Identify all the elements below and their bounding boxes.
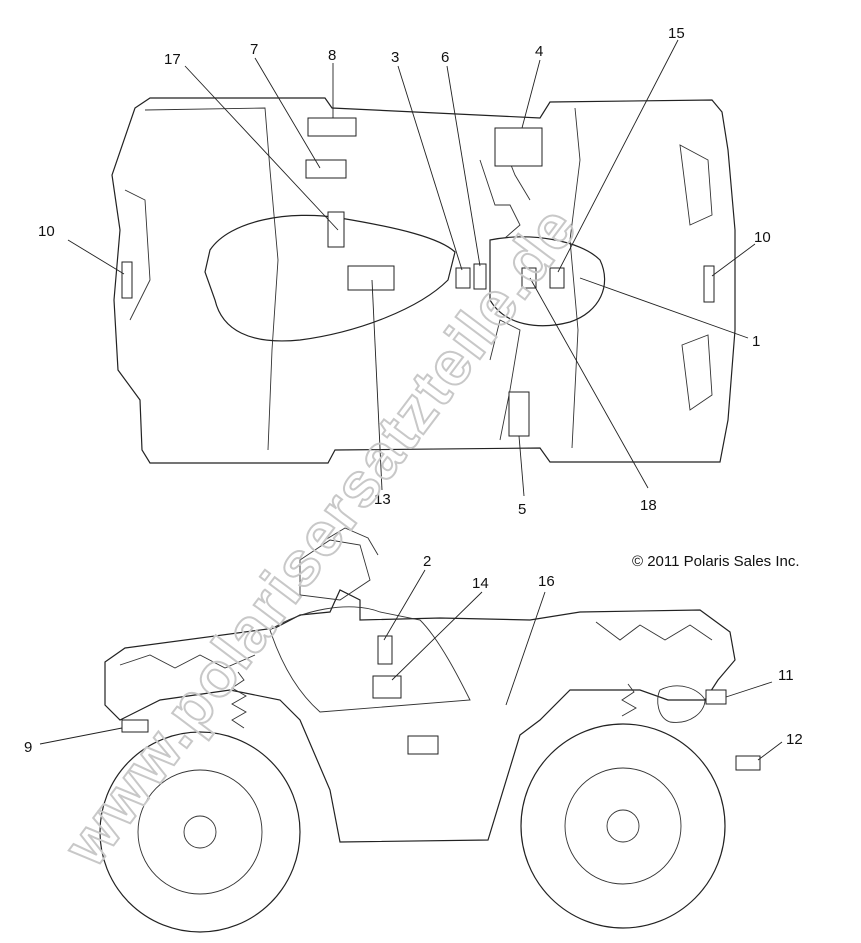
callout-1: 1 <box>752 333 760 350</box>
atv-side-view <box>99 527 761 933</box>
callout-11: 11 <box>778 667 794 684</box>
decal-4-top <box>494 127 543 167</box>
callout-5: 5 <box>518 501 526 518</box>
callout-18: 18 <box>640 497 657 514</box>
decal-16-side <box>407 735 439 755</box>
callout-16: 16 <box>538 573 555 590</box>
atv-top-view <box>111 97 736 464</box>
callout-6: 6 <box>441 49 449 66</box>
callout-9: 9 <box>24 739 32 756</box>
copyright-notice: © 2011 Polaris Sales Inc. <box>632 553 800 570</box>
callout-2: 2 <box>423 553 431 570</box>
decal-2-side <box>377 635 393 665</box>
callout-14: 14 <box>472 575 489 592</box>
callout-labels: 1 2 3 4 5 6 7 8 9 10 10 11 12 13 14 15 1… <box>24 25 803 756</box>
decal-10-rear <box>121 261 133 299</box>
decal-9-side <box>121 719 149 733</box>
callout-10-right: 10 <box>754 229 771 246</box>
callout-3: 3 <box>391 49 399 66</box>
decal-13-top <box>347 265 395 291</box>
decal-17-top <box>327 211 345 248</box>
decal-7-top <box>305 159 347 179</box>
leader-lines <box>39 39 783 761</box>
decal-14-side <box>372 675 402 699</box>
callout-17: 17 <box>164 51 181 68</box>
callout-4: 4 <box>535 43 543 60</box>
decal-3-top <box>455 267 471 289</box>
decal-11-side <box>705 689 727 705</box>
callout-10-left: 10 <box>38 223 55 240</box>
decal-12-loose <box>735 755 761 771</box>
callout-12: 12 <box>786 731 803 748</box>
decal-15-top <box>549 267 565 289</box>
decal-8-top <box>307 117 357 137</box>
callout-8: 8 <box>328 47 336 64</box>
decal-10-front <box>703 265 715 303</box>
callout-13: 13 <box>374 491 391 508</box>
decal-5-top <box>508 391 530 437</box>
callout-15: 15 <box>668 25 685 42</box>
callout-7: 7 <box>250 41 258 58</box>
